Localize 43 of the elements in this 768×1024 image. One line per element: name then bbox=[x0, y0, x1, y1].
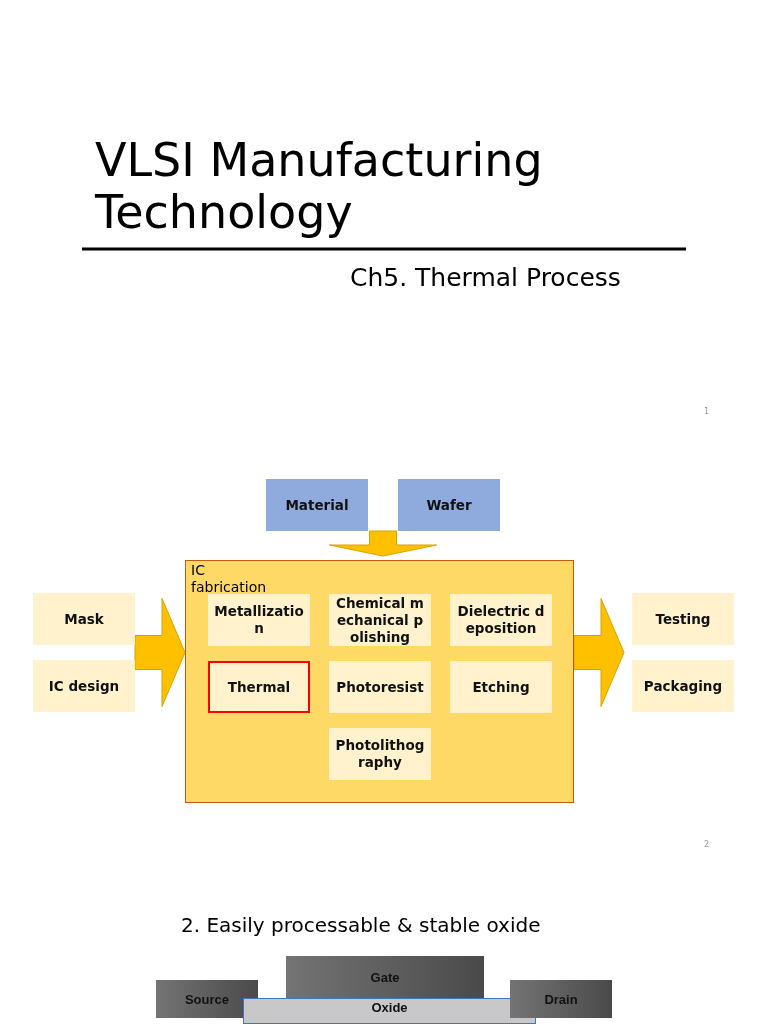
process-box bbox=[450, 661, 552, 713]
input-box bbox=[398, 479, 500, 531]
process-box bbox=[329, 661, 431, 713]
node-label: Photolithography bbox=[334, 737, 426, 771]
page-number: 1 bbox=[704, 407, 710, 416]
process-group-box bbox=[185, 560, 574, 803]
node-label: Gate bbox=[369, 968, 401, 986]
page-number: 2 bbox=[704, 840, 710, 849]
node-label: Drain bbox=[543, 990, 579, 1008]
node-label: Photoresist bbox=[335, 678, 425, 696]
oxide-layer-box bbox=[243, 998, 536, 1024]
process-box bbox=[632, 660, 734, 712]
process-box bbox=[33, 660, 135, 712]
node-label: Packaging bbox=[642, 677, 724, 695]
slide-heading: 2. Easily processable & stable oxide bbox=[181, 913, 541, 937]
slide-subtitle: Ch5. Thermal Process bbox=[350, 263, 621, 292]
node-label: Testing bbox=[654, 610, 712, 628]
node-label: Dielectric deposition bbox=[456, 603, 546, 637]
process-box bbox=[33, 593, 135, 645]
process-box bbox=[208, 594, 310, 646]
node-label: Oxide bbox=[370, 999, 409, 1016]
node-label: Material bbox=[284, 496, 350, 514]
node-label: Etching bbox=[471, 678, 531, 696]
input-box bbox=[266, 479, 368, 531]
node-label: Source bbox=[183, 990, 231, 1008]
device-layer-box bbox=[286, 956, 484, 998]
node-label: Chemical mechanical polishing bbox=[335, 594, 425, 646]
node-label: Wafer bbox=[425, 496, 473, 514]
node-label: Metallization bbox=[213, 603, 305, 637]
node-label: Mask bbox=[63, 610, 105, 628]
slide-title: VLSI Manufacturing Technology bbox=[95, 134, 544, 238]
process-box bbox=[632, 593, 734, 645]
node-label: IC design bbox=[47, 677, 121, 695]
highlighted-process-box bbox=[208, 661, 310, 713]
process-box bbox=[329, 728, 431, 780]
process-box bbox=[450, 594, 552, 646]
block-arrow bbox=[573, 598, 625, 707]
block-arrow bbox=[329, 530, 437, 557]
device-layer-box bbox=[156, 980, 258, 1018]
group-heading: IC fabrication bbox=[191, 562, 268, 596]
device-layer-box bbox=[510, 980, 612, 1018]
block-arrow bbox=[134, 598, 186, 707]
node-label: Thermal bbox=[226, 678, 292, 696]
